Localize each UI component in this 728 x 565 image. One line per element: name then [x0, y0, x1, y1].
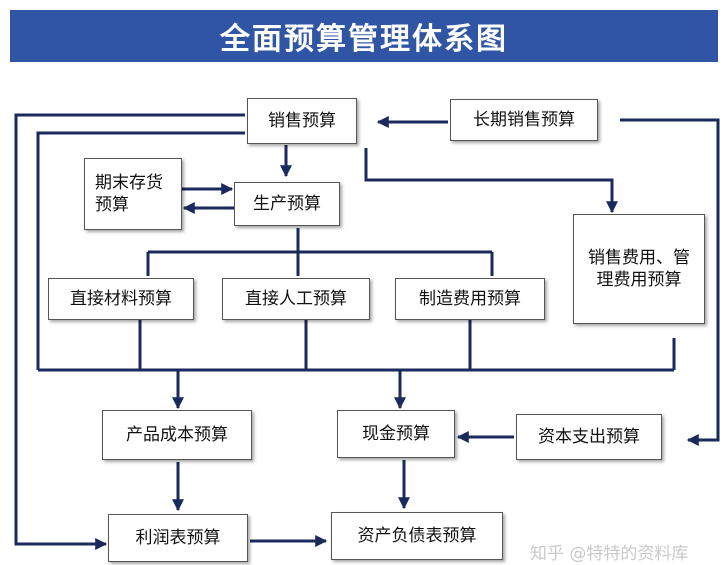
node-ending-inventory-budget: 期末存货 预算: [84, 158, 182, 230]
node-long-term-sales-budget: 长期销售预算: [450, 99, 598, 141]
node-sales-budget: 销售预算: [247, 98, 357, 144]
watermark: 知乎 @特特的资料库: [530, 544, 689, 564]
node-selling-admin-budget: 销售费用、管 理费用预算: [573, 214, 705, 324]
arrow-sales-to-selling-admin: [364, 148, 618, 214]
arrow-sales-to-income: [14, 113, 245, 550]
node-production-budget: 生产预算: [234, 182, 340, 226]
connector-sales-to-bus: [36, 131, 245, 370]
arrow-longterm-to-capex: [620, 118, 720, 446]
node-balance-sheet-budget: 资产负债表预算: [331, 512, 503, 560]
connector-production-split: [146, 228, 494, 276]
node-income-statement-budget: 利润表预算: [108, 514, 248, 562]
diagram-title: 全面预算管理体系图: [220, 22, 508, 57]
node-product-cost-budget: 产品成本预算: [102, 410, 252, 460]
node-direct-labor-budget: 直接人工预算: [222, 278, 370, 320]
node-capital-expenditure-budget: 资本支出预算: [516, 414, 662, 460]
node-manufacturing-overhead-budget: 制造费用预算: [395, 278, 545, 320]
node-direct-material-budget: 直接材料预算: [48, 278, 194, 320]
title-banner: 全面预算管理体系图: [10, 10, 718, 62]
node-cash-budget: 现金预算: [337, 410, 455, 458]
